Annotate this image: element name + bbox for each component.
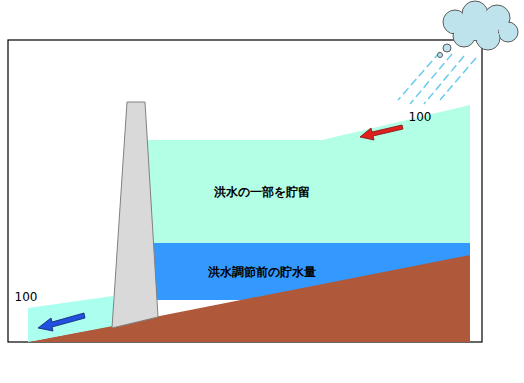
- region-label: 洪水調節前の貯水量: [208, 265, 316, 279]
- cloud: [438, 1, 519, 58]
- region-label: 洪水の一部を貯留: [214, 185, 310, 199]
- dam-body: [112, 102, 158, 328]
- ground: [28, 255, 470, 342]
- outflow-value: 100: [15, 290, 38, 304]
- outflow-arrow: [38, 313, 85, 331]
- flood-storage: [140, 105, 470, 262]
- frame: [8, 40, 482, 342]
- rain: [398, 52, 476, 104]
- inflow-value: 100: [409, 110, 432, 124]
- inflow-arrow: [360, 125, 403, 140]
- downstream-water: [28, 296, 113, 342]
